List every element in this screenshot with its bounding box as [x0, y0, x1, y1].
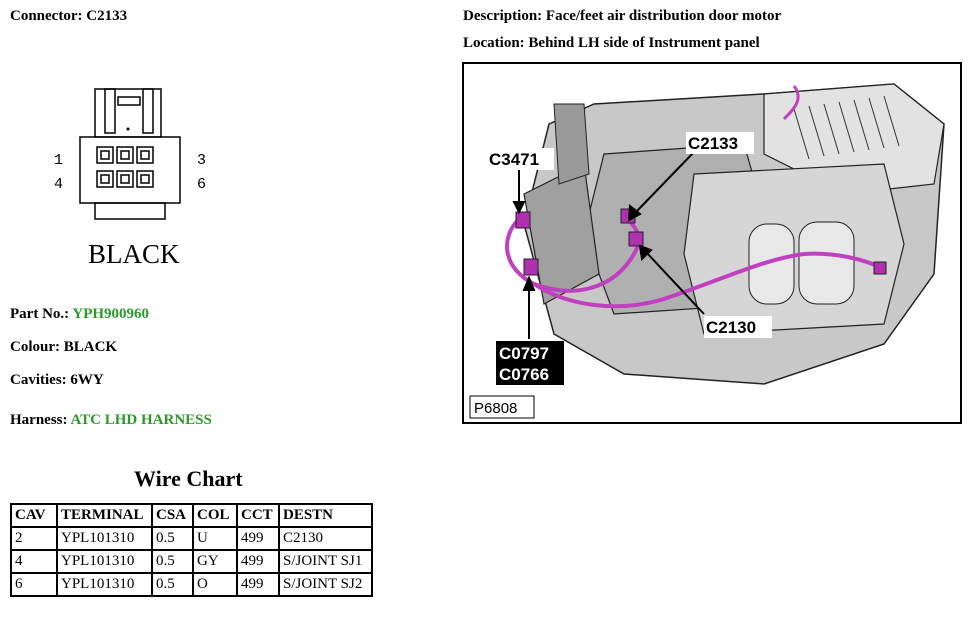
connector-heading: Connector: C2133 [10, 8, 127, 25]
cell-csa: 0.5 [151, 549, 194, 574]
cavities-value: 6WY [70, 372, 104, 388]
cell-cct: 499 [236, 526, 280, 551]
colour-value: BLACK [63, 339, 118, 355]
diagram-color-label: BLACK [88, 239, 180, 269]
connector-face-diagram: 1 4 3 6 BLACK [54, 88, 206, 269]
cell-cct: 499 [236, 549, 280, 574]
callout-c3471: C3471 [489, 150, 539, 169]
cell-cav: 6 [10, 572, 58, 597]
pin-label-1: 1 [54, 152, 63, 169]
table-row: 4 YPL101310 0.5 GY 499 S/JOINT SJ1 [10, 549, 373, 574]
cell-cct: 499 [236, 572, 280, 597]
cell-col: O [192, 572, 238, 597]
connector-label: Connector: [10, 8, 83, 24]
harness-link[interactable]: ATC LHD HARNESS [70, 412, 212, 428]
location-value: Behind LH side of Instrument panel [528, 35, 760, 51]
cell-csa: 0.5 [151, 572, 194, 597]
harness-label: Harness: [10, 412, 68, 428]
cell-csa: 0.5 [151, 526, 194, 551]
wire-chart-title: Wire Chart [134, 466, 243, 491]
header-terminal: TERMINAL [56, 503, 153, 528]
hvac-unit-illustration: C3471 C2133 C2130 C0797 C0766 P6808 [469, 83, 945, 419]
cell-destn: S/JOINT SJ2 [278, 572, 373, 597]
part-number-line: Part No.: YPH900960 [10, 306, 149, 323]
figure-id: P6808 [474, 400, 517, 417]
colour-line: Colour: BLACK [10, 339, 117, 356]
cell-terminal: YPL101310 [56, 526, 153, 551]
header-cct: CCT [236, 503, 280, 528]
harness-line: Harness: ATC LHD HARNESS [10, 412, 212, 429]
cavities-line: Cavities: 6WY [10, 372, 104, 389]
cavities-label: Cavities: [10, 372, 67, 388]
callout-c2130: C2130 [706, 318, 756, 337]
table-row: 2 YPL101310 0.5 U 499 C2130 [10, 526, 373, 551]
header-destn: DESTN [278, 503, 373, 528]
cell-col: U [192, 526, 238, 551]
cell-cav: 2 [10, 526, 58, 551]
cell-cav: 4 [10, 549, 58, 574]
table-header-row: CAV TERMINAL CSA COL CCT DESTN [10, 503, 373, 528]
table-row: 6 YPL101310 0.5 O 499 S/JOINT SJ2 [10, 572, 373, 597]
cell-col: GY [192, 549, 238, 574]
connector-id: C2133 [86, 8, 128, 24]
callout-c0766: C0766 [499, 365, 549, 384]
header-col: COL [192, 503, 238, 528]
description-value: Face/feet air distribution door motor [545, 8, 782, 24]
location-line: Location: Behind LH side of Instrument p… [463, 35, 760, 52]
header-csa: CSA [151, 503, 194, 528]
cell-terminal: YPL101310 [56, 572, 153, 597]
part-number-link[interactable]: YPH900960 [72, 306, 150, 322]
colour-label: Colour: [10, 339, 60, 355]
pin-label-4: 4 [54, 176, 63, 193]
callout-c0797: C0797 [499, 344, 549, 363]
wire-chart-table: CAV TERMINAL CSA COL CCT DESTN 2 YPL1013… [10, 503, 373, 597]
pin-label-6: 6 [197, 176, 206, 193]
header-cav: CAV [10, 503, 58, 528]
cell-destn: S/JOINT SJ1 [278, 549, 373, 574]
description-line: Description: Face/feet air distribution … [463, 8, 781, 25]
cell-destn: C2130 [278, 526, 373, 551]
location-label: Location: [463, 35, 525, 51]
location-illustration: C3471 C2133 C2130 C0797 C0766 P6808 [462, 62, 962, 424]
cell-terminal: YPL101310 [56, 549, 153, 574]
pin-label-3: 3 [197, 152, 206, 169]
description-label: Description: [463, 8, 543, 24]
callout-c2133: C2133 [688, 134, 738, 153]
part-number-label: Part No.: [10, 306, 70, 322]
